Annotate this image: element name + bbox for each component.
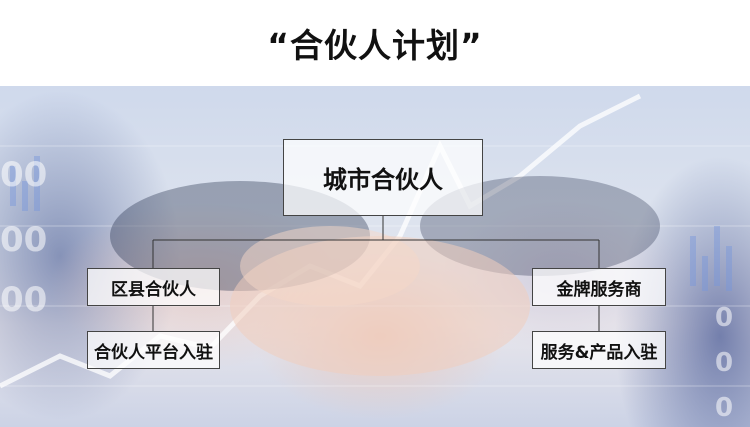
axis-tick-right: 0 (715, 393, 733, 423)
service-product-entry-node: 服务&产品入驻 (532, 331, 666, 369)
candlesticks (10, 156, 732, 291)
partner-platform-entry-node: 合伙人平台入驻 (87, 331, 220, 369)
page-title: “合伙人计划” (267, 26, 483, 65)
district-partner-node: 区县合伙人 (87, 268, 220, 306)
axis-tick-left: 00 (0, 220, 47, 260)
city-partner-node: 城市合伙人 (283, 139, 483, 216)
axis-tick-right: 0 (715, 303, 733, 333)
axis-tick-left: 00 (0, 280, 47, 320)
axis-tick-right: 0 (715, 348, 733, 378)
stock-chart-background: 00 00 00 0 0 0 (0, 93, 750, 423)
axis-tick-left: 00 (0, 155, 47, 195)
gold-service-provider-node: 金牌服务商 (532, 268, 666, 306)
